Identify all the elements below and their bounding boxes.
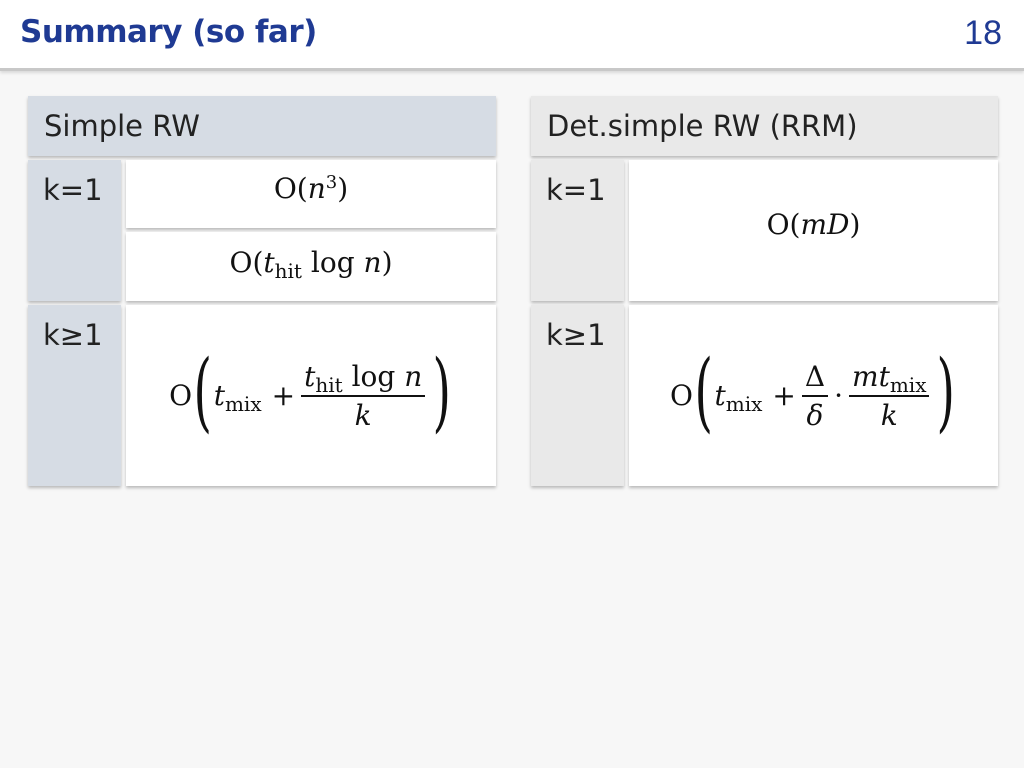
slide-header: Summary (so far) 18 — [0, 0, 1024, 71]
right-row1-value-cell: O(mD) — [629, 160, 998, 301]
right-row2-label-cell: k≥1 — [531, 305, 624, 486]
left-row2-label: k≥1 — [43, 318, 103, 352]
right-table-heading: Det.simple RW (RRM) — [531, 96, 998, 156]
left-row2-formula: O ( tmix + thit log n k ) — [169, 341, 452, 442]
left-row1-value-b-cell: O(thit log n) — [126, 232, 496, 301]
left-table-heading: Simple RW — [28, 96, 496, 156]
right-row2-label: k≥1 — [546, 318, 606, 352]
left-row2-value-cell: O ( tmix + thit log n k ) — [126, 305, 496, 486]
left-row1-label-cell: k=1 — [28, 160, 121, 301]
right-row1-label-cell: k=1 — [531, 160, 624, 301]
left-row2-label-cell: k≥1 — [28, 305, 121, 486]
left-row1-value-a-cell: O(n3) — [126, 160, 496, 228]
left-heading-text: Simple RW — [44, 109, 200, 143]
right-row1-label: k=1 — [546, 173, 606, 207]
left-row1-label: k=1 — [43, 173, 103, 207]
right-row1-formula: O(mD) — [766, 208, 861, 241]
right-heading-text: Det.simple RW (RRM) — [547, 109, 858, 143]
right-row2-formula: O ( tmix + Δ δ · mtmix k ) — [669, 341, 956, 442]
left-row1-formula-a: O(n3) — [273, 172, 349, 205]
slide-title: Summary (so far) — [20, 14, 317, 50]
left-row1-formula-b: O(thit log n) — [229, 246, 393, 283]
page-number: 18 — [964, 14, 1002, 52]
right-row2-value-cell: O ( tmix + Δ δ · mtmix k ) — [629, 305, 998, 486]
